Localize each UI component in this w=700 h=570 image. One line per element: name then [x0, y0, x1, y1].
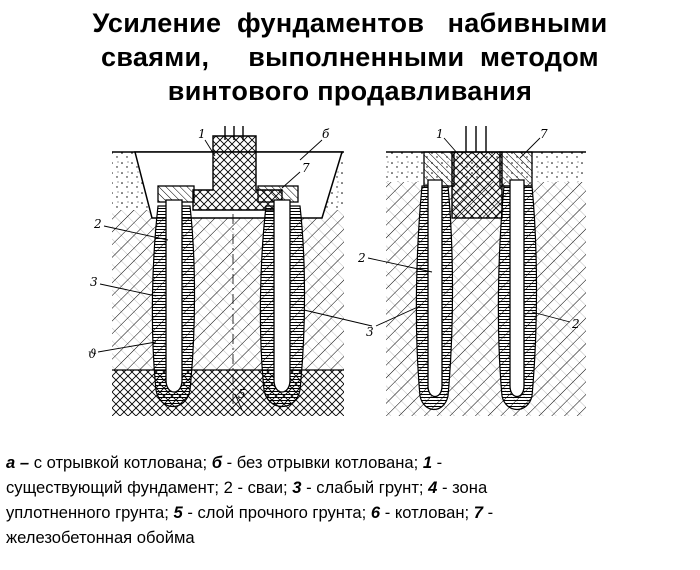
caption-text: - котлован; — [380, 503, 474, 522]
title-line-1: Усиление фундаментов набивными — [92, 8, 608, 38]
caption-key: 5 — [173, 503, 183, 522]
label-b-2-right: 2 — [571, 317, 580, 331]
label-a-6: б — [322, 127, 330, 141]
label-b-7: 7 — [540, 127, 548, 141]
label-a-1: 1 — [198, 127, 206, 141]
caption-text: 2 - сваи; — [223, 478, 293, 497]
label-a-3: 3 — [90, 275, 98, 289]
pile-right — [273, 199, 291, 393]
label-a-2: 2 — [93, 217, 102, 231]
caption-line-4: железобетонная обойма — [6, 528, 195, 547]
caption-key: 3 — [292, 478, 302, 497]
caption-text: с отрывкой котлована; — [29, 453, 212, 472]
label-b-3: 3 — [366, 325, 374, 339]
caption-text: - — [482, 503, 494, 522]
caption-text: - зона — [437, 478, 488, 497]
caption-line-1: а – с отрывкой котлована; б - без отрывк… — [6, 450, 696, 475]
pile-left — [165, 199, 183, 393]
caption-line-2: существующий фундамент; 2 - сваи; 3 - сл… — [6, 475, 696, 500]
label-b-2-left: 2 — [357, 251, 366, 265]
caption-key: 1 — [422, 453, 433, 472]
label-a-7: 7 — [302, 161, 310, 175]
caption-key: б — [211, 453, 222, 472]
caption-text: - без отрывки котлована; — [221, 453, 423, 472]
panel-a: 1 б 7 2 3 ϑ 5 — [88, 126, 373, 416]
caption-key: 4 — [428, 478, 438, 497]
label-a-5: 5 — [238, 387, 246, 401]
caption-line-3: уплотненного грунта; 5 - слой прочного г… — [6, 500, 696, 525]
panel-b: 1 7 2 3 2 — [357, 126, 586, 416]
caption-key: 7 — [473, 503, 483, 522]
label-a-4: ϑ — [88, 347, 97, 361]
figure-caption: а – с отрывкой котлована; б - без отрывк… — [6, 450, 696, 550]
foundation-figure: 1 б 7 2 3 ϑ 5 1 7 2 3 2 — [88, 126, 586, 416]
label-b-1: 1 — [436, 127, 444, 141]
pile-b-left — [427, 179, 443, 398]
diagram-title: Усиление фундаментов набивными сваями, в… — [0, 6, 700, 108]
title-line-2: сваями, выполненными методом — [101, 42, 599, 72]
caption-text: уплотненного грунта; — [6, 503, 174, 522]
caption-key: а – — [6, 453, 30, 472]
caption-text: - — [432, 453, 443, 472]
strong-soil-layer-a — [112, 370, 344, 416]
caption-text: существующий фундамент; — [6, 478, 224, 497]
caption-key: 6 — [370, 503, 381, 522]
title-line-3: винтового продавливания — [167, 76, 533, 106]
existing-foundation-b — [451, 151, 503, 219]
caption-text: - слой прочного грунта; — [182, 503, 371, 522]
pile-b-right — [509, 179, 525, 398]
caption-text: - слабый грунт; — [301, 478, 429, 497]
